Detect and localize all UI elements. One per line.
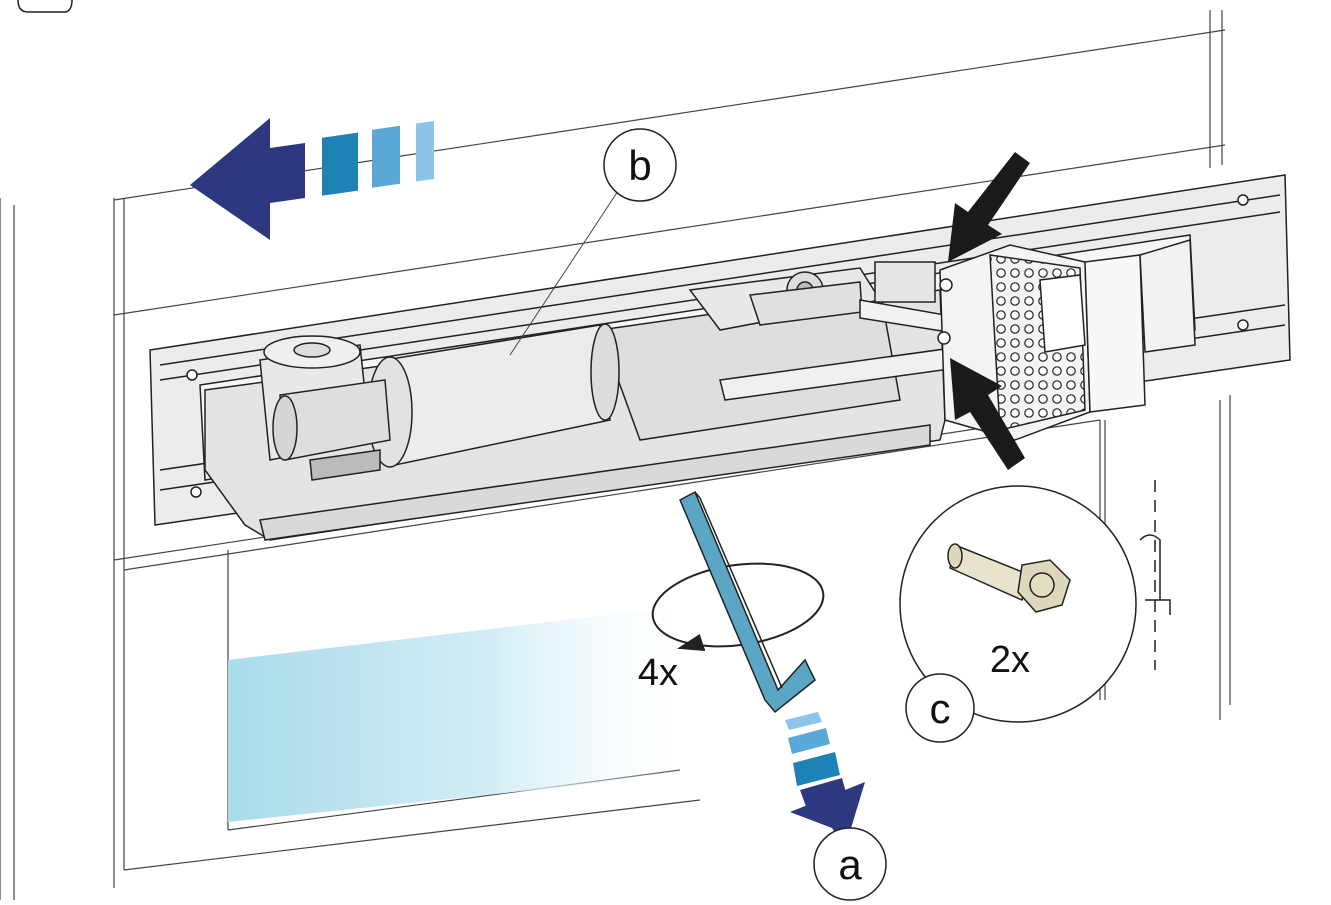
corner-fragment: [17, 0, 73, 13]
bolt-detail: 2x: [899, 485, 1137, 723]
rotation-count-label: 4x: [638, 652, 678, 694]
down-right-arrow-icon: [785, 712, 865, 848]
motor: [259, 323, 620, 481]
callout-c-label: c: [930, 685, 951, 732]
callout-a: a: [813, 827, 887, 901]
callout-a-label: a: [838, 841, 862, 888]
glass-pane: [228, 590, 820, 822]
callout-b-leader: [509, 187, 621, 356]
hex-key-icon: [679, 490, 816, 714]
power-supply: [937, 239, 1196, 441]
hex-bolt-icon: [947, 543, 1071, 613]
callout-c: c: [905, 673, 975, 743]
screw-count-label: 2x: [990, 639, 1030, 681]
left-arrow-icon: [190, 118, 434, 240]
callout-b-label: b: [628, 142, 651, 189]
dimension-marks: [1139, 480, 1171, 670]
callout-b: b: [603, 128, 677, 202]
pointer-arrows: [948, 152, 1030, 470]
